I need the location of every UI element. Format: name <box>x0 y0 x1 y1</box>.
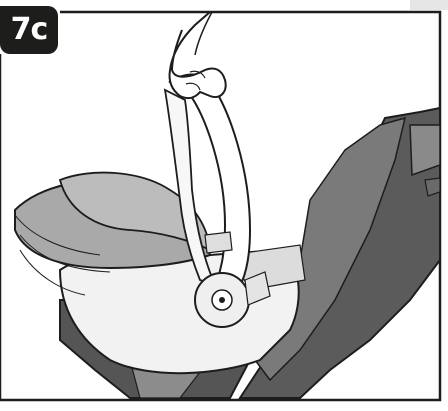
step-label: 7c <box>11 12 48 47</box>
corner-tab <box>410 0 448 10</box>
step-badge: 7c <box>0 6 58 54</box>
hand <box>169 12 225 98</box>
